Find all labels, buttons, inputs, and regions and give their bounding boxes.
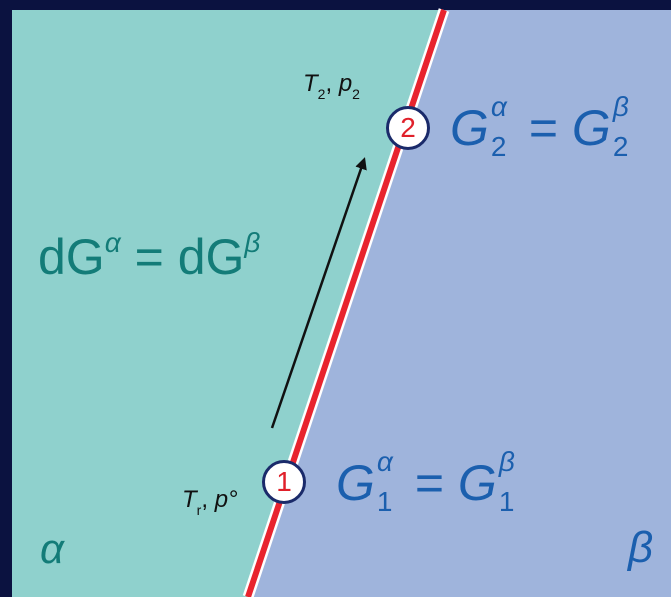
phase-alpha-region xyxy=(12,10,444,597)
g-symbol: G xyxy=(450,100,489,156)
equals-sign: = xyxy=(414,455,445,511)
equals-sign: = xyxy=(528,100,559,156)
lhs-dg: dG xyxy=(38,229,105,285)
point1-marker: 1 xyxy=(262,460,306,504)
arrow-up-right-icon xyxy=(270,157,367,429)
lhs-superscript: α xyxy=(104,227,121,258)
point2-conditions: T2, p2 xyxy=(303,70,360,102)
rhs-superscript: β xyxy=(244,227,261,258)
g-symbol: G xyxy=(336,455,375,511)
phase-beta-region xyxy=(248,10,671,597)
point2-number: 2 xyxy=(400,112,416,143)
point1-number: 1 xyxy=(276,466,292,497)
equals-sign: = xyxy=(134,229,164,285)
g-symbol: G xyxy=(457,455,497,511)
phase-beta-label: β xyxy=(628,523,654,572)
point1-conditions: Tr, p° xyxy=(182,486,238,518)
phase-alpha-label: α xyxy=(40,525,64,572)
g-symbol: G xyxy=(571,100,611,156)
rhs-dg: dG xyxy=(177,229,245,285)
point2-marker: 2 xyxy=(386,106,430,150)
equilibrium-change-equation: dGα = dGβ xyxy=(38,229,260,285)
